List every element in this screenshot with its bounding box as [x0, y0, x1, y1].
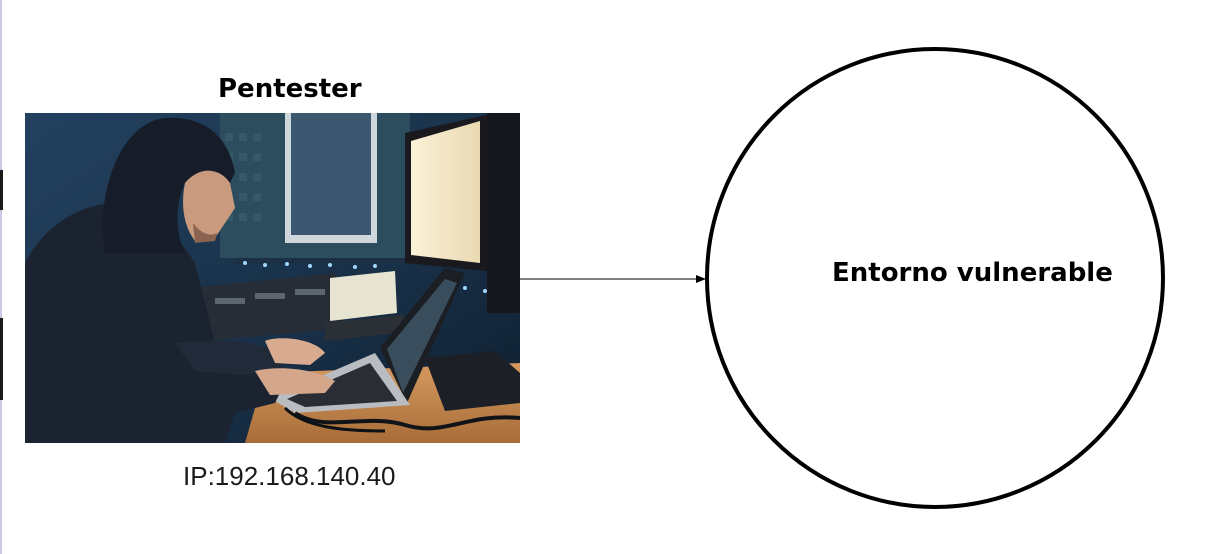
pentester-ip-label: IP:192.168.140.40: [183, 461, 396, 491]
page-left-edge: [0, 0, 2, 554]
pentester-photo: [25, 113, 520, 443]
edge-mark-bottom: [0, 318, 3, 400]
target-circle: [705, 47, 1165, 509]
edge-mark-top: [0, 170, 3, 210]
target-label: Entorno vulnerable: [832, 258, 1113, 288]
pentester-title: Pentester: [218, 74, 362, 104]
